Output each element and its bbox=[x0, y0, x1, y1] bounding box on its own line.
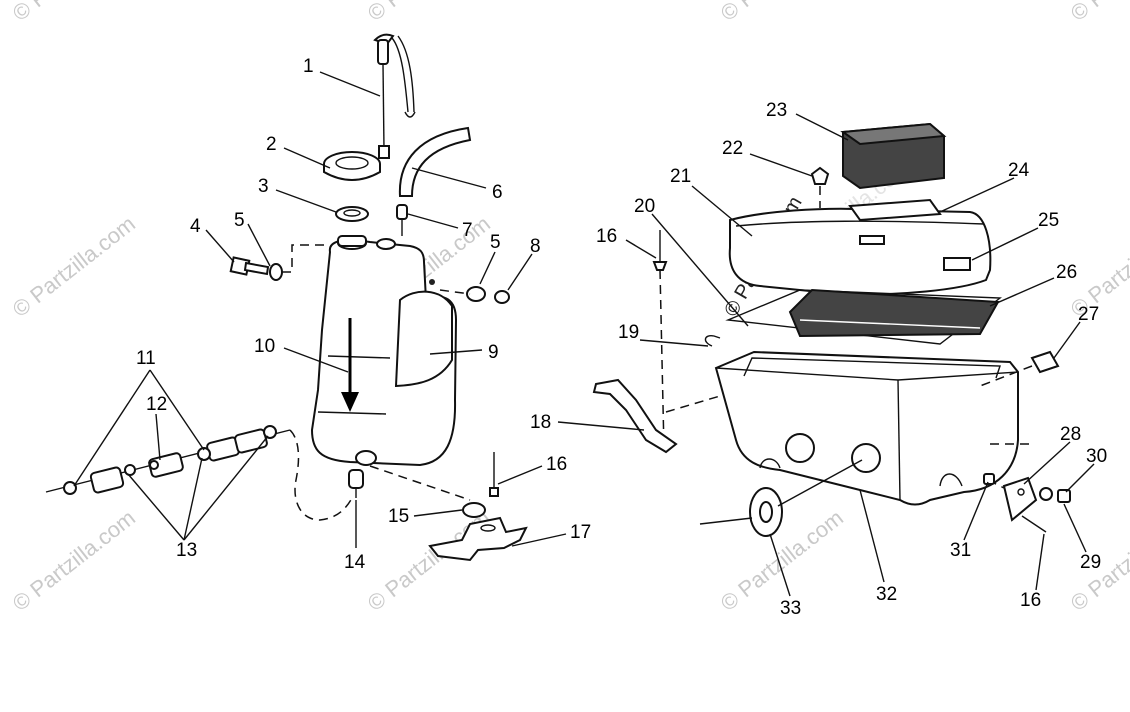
callout-10: 10 bbox=[254, 336, 275, 357]
retainer-clip bbox=[1030, 350, 1060, 374]
nut bbox=[1057, 489, 1071, 503]
washer bbox=[466, 286, 486, 302]
callout-7: 7 bbox=[462, 220, 473, 241]
air-box-assembly bbox=[592, 122, 1071, 537]
callout-32: 32 bbox=[876, 584, 897, 605]
callout-8: 8 bbox=[530, 236, 541, 257]
callout-5: 5 bbox=[490, 232, 501, 253]
callout-26: 26 bbox=[1056, 262, 1077, 283]
washer bbox=[269, 263, 283, 281]
watermark: © Partzilla.com bbox=[363, 505, 495, 616]
callout-16: 16 bbox=[596, 226, 617, 247]
callout-5: 5 bbox=[234, 210, 245, 231]
air-box-bolt bbox=[652, 230, 668, 451]
spring-clip bbox=[704, 334, 721, 347]
callout-13: 13 bbox=[176, 540, 197, 561]
side-bracket bbox=[1002, 476, 1038, 522]
pre-filter bbox=[840, 122, 947, 190]
filter-element bbox=[788, 288, 1000, 338]
callout-30: 30 bbox=[1086, 446, 1107, 467]
callout-33: 33 bbox=[780, 598, 801, 619]
drain-line bbox=[289, 429, 353, 521]
callout-21: 21 bbox=[670, 166, 691, 187]
callout-18: 18 bbox=[530, 412, 551, 433]
callout-15: 15 bbox=[388, 506, 409, 527]
mount-line bbox=[979, 365, 1033, 387]
cover-fastener bbox=[810, 166, 830, 185]
oil-hose-assembly bbox=[45, 425, 291, 495]
callout-3: 3 bbox=[258, 176, 269, 197]
callout-25: 25 bbox=[1038, 210, 1059, 231]
cap-seal bbox=[335, 206, 369, 222]
vent-hose bbox=[398, 126, 472, 197]
callout-19: 19 bbox=[618, 322, 639, 343]
callout-28: 28 bbox=[1060, 424, 1081, 445]
callout-24: 24 bbox=[1008, 160, 1030, 181]
watermark: © Partzilla.com bbox=[716, 0, 848, 26]
callout-23: 23 bbox=[766, 100, 787, 121]
watermark: © Partzilla.com bbox=[8, 211, 140, 322]
leader-lines bbox=[73, 71, 1095, 597]
drain-fitting bbox=[348, 469, 364, 498]
drain-boot bbox=[699, 459, 863, 537]
air-box bbox=[714, 350, 1019, 506]
air-box-bracket bbox=[592, 378, 678, 454]
callout-9: 9 bbox=[488, 342, 499, 363]
callout-27: 27 bbox=[1078, 304, 1099, 325]
callout-4: 4 bbox=[190, 216, 201, 237]
callout-17: 17 bbox=[570, 522, 591, 543]
callout-labels: 1 2 3 4 5 5 6 7 8 9 10 11 12 13 14 15 16… bbox=[136, 56, 1107, 619]
tank-bracket bbox=[428, 516, 528, 562]
oil-tank bbox=[310, 235, 458, 467]
grommet bbox=[462, 502, 486, 518]
mount-line bbox=[439, 289, 471, 295]
callout-14: 14 bbox=[344, 552, 366, 573]
bracket-bolt bbox=[489, 452, 499, 497]
mount-line bbox=[665, 395, 721, 413]
spacer bbox=[983, 473, 995, 485]
tank-cap bbox=[323, 151, 381, 181]
nut bbox=[494, 290, 510, 304]
air-box-cover bbox=[728, 198, 992, 296]
callout-16: 16 bbox=[546, 454, 567, 475]
mount-line bbox=[369, 465, 471, 501]
callout-29: 29 bbox=[1080, 552, 1101, 573]
callout-6: 6 bbox=[492, 182, 503, 203]
watermark: © Partzilla.com bbox=[8, 0, 140, 26]
callout-11: 11 bbox=[136, 348, 156, 369]
watermark: © Partzilla.com bbox=[8, 505, 140, 616]
callout-1: 1 bbox=[303, 56, 314, 77]
watermark: © Partzilla.com bbox=[363, 0, 495, 26]
washer bbox=[1039, 487, 1053, 501]
callout-16: 16 bbox=[1020, 590, 1041, 611]
callout-31: 31 bbox=[950, 540, 971, 561]
watermark: © Partzilla.com bbox=[1066, 0, 1130, 26]
mounting-bolt bbox=[229, 256, 270, 276]
vent-fitting bbox=[396, 204, 408, 236]
screw bbox=[1021, 515, 1047, 533]
callout-12: 12 bbox=[146, 394, 167, 415]
mount-line bbox=[282, 244, 330, 273]
callout-20: 20 bbox=[634, 196, 655, 217]
callout-22: 22 bbox=[722, 138, 743, 159]
dipstick bbox=[373, 33, 416, 159]
oil-tank-assembly bbox=[45, 33, 528, 562]
callout-2: 2 bbox=[266, 134, 277, 155]
